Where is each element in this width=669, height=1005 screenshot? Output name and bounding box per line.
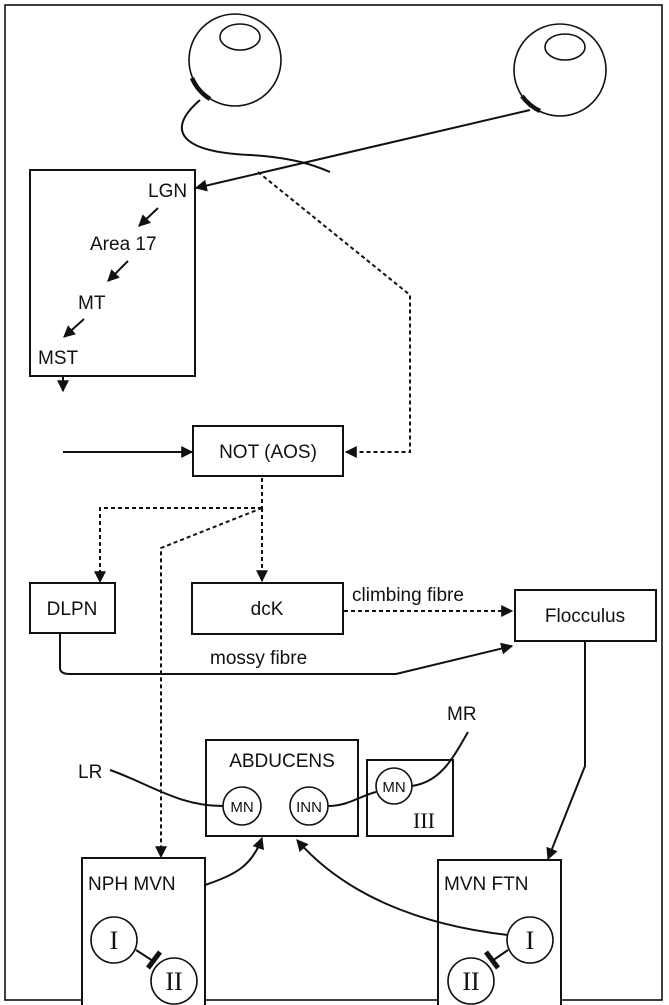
mvn-ftn-cell-i-label: I: [526, 926, 535, 955]
flocculus-label: Flocculus: [545, 606, 625, 627]
mt-label: MT: [78, 293, 106, 314]
mn3-label: MN: [382, 779, 405, 796]
retinal-projection-to-not: [258, 172, 410, 452]
abducens-label: ABDUCENS: [229, 751, 335, 772]
right-eye: [514, 24, 606, 116]
not-to-dlpn-arrow: [100, 508, 262, 582]
mvn-ftn-label: MVN FTN: [444, 874, 528, 895]
mn-label: MN: [230, 799, 253, 816]
lr-label: LR: [78, 762, 102, 783]
mvn-ftn-cell-ii-label: II: [462, 967, 479, 996]
inn-label: INN: [296, 799, 322, 816]
nph-mvn-label: NPH MVN: [88, 874, 176, 895]
figure-frame: [5, 5, 662, 1000]
left-eye: [189, 14, 281, 106]
mossy-fibre-label: mossy fibre: [210, 648, 307, 669]
climbing-fibre-label: climbing fibre: [352, 585, 464, 606]
nph-mvn-to-abducens-arrow: [205, 838, 262, 885]
nph-mvn-cell-i-label: I: [110, 926, 119, 955]
dlpn-label: DLPN: [47, 599, 98, 620]
nucleus-iii-label: III: [413, 808, 435, 833]
lgn-label: LGN: [148, 181, 187, 202]
not-aos-label: NOT (AOS): [219, 442, 317, 463]
mst-label: MST: [38, 348, 79, 369]
optic-pathway-right-eye: [196, 110, 530, 188]
flocculus-to-mvn-ftn-arrow: [548, 641, 585, 859]
area17-label: Area 17: [90, 234, 157, 255]
dck-label: dcK: [251, 599, 284, 620]
nph-mvn-cell-ii-label: II: [165, 967, 182, 996]
mr-label: MR: [447, 704, 477, 725]
